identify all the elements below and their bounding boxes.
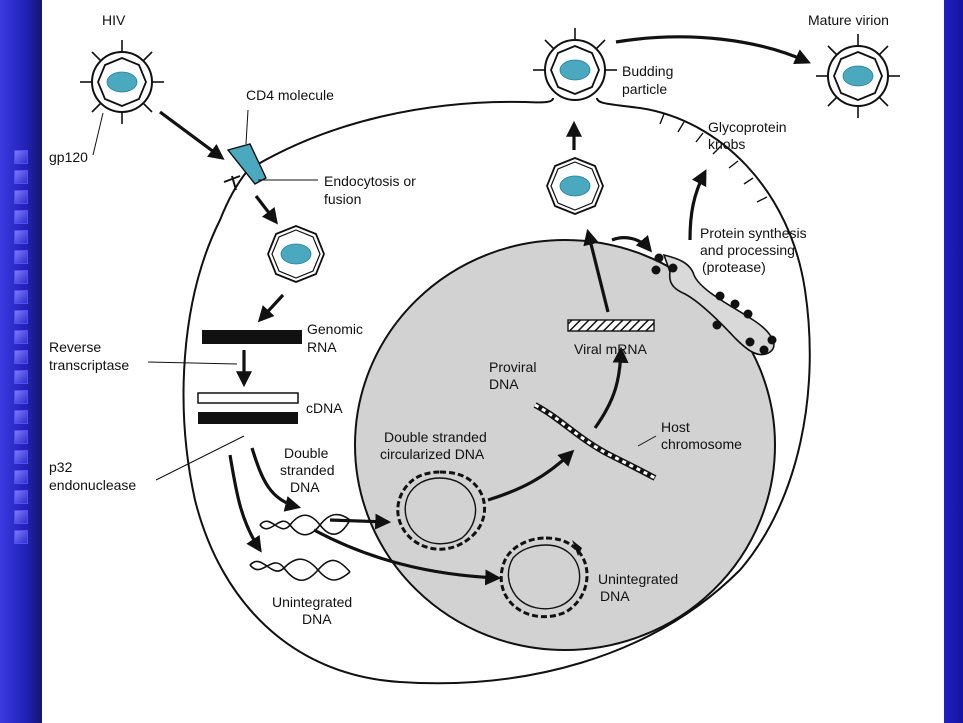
host-chromosome-label-line1: Host — [661, 419, 690, 435]
double-stranded-label-line3: DNA — [290, 479, 320, 495]
nucleus — [354, 239, 776, 651]
genomic-rna-label-line1: Genomic — [307, 321, 363, 337]
band-square — [14, 450, 28, 464]
circularized-label-line2: circularized DNA — [380, 446, 485, 462]
protein-synthesis-label-line3: (protease) — [702, 259, 766, 275]
mature-virion-label: Mature virion — [808, 12, 889, 28]
band-square — [14, 410, 28, 424]
protein-synthesis-label-line2: and processing — [700, 242, 795, 258]
internalized-capsid-icon — [267, 225, 325, 283]
double-stranded-label-line1: Double — [284, 445, 329, 461]
hiv-life-cycle-diagram: HIV gp120 CD4 molecule Endocytosis or fu… — [49, 12, 901, 685]
circularized-dna-icon — [396, 470, 486, 551]
assembling-capsid-icon — [546, 157, 604, 215]
cell-membrane — [182, 97, 811, 685]
genomic-rna-bar — [202, 330, 302, 344]
reverse-transcriptase-pointer — [147, 361, 238, 365]
unintegrated-cytoplasm-label-line2: DNA — [302, 611, 332, 627]
genomic-rna-label-line2: RNA — [307, 339, 337, 355]
band-square — [14, 270, 28, 284]
double-stranded-dna-helix — [259, 513, 351, 536]
unintegrated-dna-circle-icon — [499, 536, 589, 619]
band-square — [14, 210, 28, 224]
band-square — [14, 190, 28, 204]
left-decorative-band — [0, 0, 42, 723]
unintegrated-dna-helix-cytoplasm — [249, 558, 351, 582]
unintegrated-nucleus-label-line1: Unintegrated — [598, 571, 678, 587]
viral-mrna-label: Viral mRNA — [574, 341, 648, 357]
rna-template-bar — [198, 412, 298, 424]
band-square — [14, 310, 28, 324]
budding-particle-label-line1: Budding — [622, 63, 673, 79]
endoplasmic-reticulum-icon — [662, 253, 775, 356]
proviral-dna-label-line1: Proviral — [489, 359, 536, 375]
gp120-pointer — [92, 112, 104, 156]
budding-particle-label-line2: particle — [622, 81, 667, 97]
host-chromosome-icon — [533, 402, 657, 481]
glycoprotein-knobs-label-line1: Glycoprotein — [708, 119, 787, 135]
double-stranded-label-line2: stranded — [280, 462, 334, 478]
cdna-strand-bar — [197, 392, 299, 404]
endocytosis-label-line2: fusion — [324, 191, 361, 207]
reverse-transcriptase-label-line1: Reverse — [49, 339, 101, 355]
band-square — [14, 370, 28, 384]
band-square — [14, 230, 28, 244]
p32-label-line2: endonuclease — [49, 477, 136, 493]
band-square — [14, 390, 28, 404]
glycoprotein-knobs-label-line2: knobs — [708, 136, 745, 152]
band-square — [14, 290, 28, 304]
band-square — [14, 530, 28, 544]
band-square — [14, 470, 28, 484]
cdna-label: cDNA — [306, 400, 343, 416]
glycoprotein-knobs — [659, 113, 768, 203]
right-decorative-band — [944, 0, 963, 723]
cd4-pointer — [245, 109, 249, 145]
ribosome-dots — [651, 253, 777, 355]
band-square — [14, 170, 28, 184]
unintegrated-nucleus-label-line2: DNA — [600, 588, 630, 604]
band-square — [14, 150, 28, 164]
flow-arrows — [159, 35, 811, 586]
circularized-label-line1: Double stranded — [384, 429, 487, 445]
band-square — [14, 510, 28, 524]
host-chromosome-label-line2: chromosome — [661, 436, 742, 452]
unintegrated-cytoplasm-label-line1: Unintegrated — [272, 594, 352, 610]
band-squares — [14, 150, 28, 550]
endocytosis-label-line1: Endocytosis or — [324, 173, 416, 189]
gp120-label: gp120 — [49, 149, 88, 165]
receptor-anchor-icon — [223, 175, 241, 191]
protein-synthesis-label-line1: Protein synthesis — [700, 225, 807, 241]
band-square — [14, 430, 28, 444]
reverse-transcriptase-label-line2: transcriptase — [49, 357, 129, 373]
cd4-molecule-label: CD4 molecule — [246, 87, 334, 103]
proviral-dna-label-line2: DNA — [489, 376, 519, 392]
budding-particle-icon — [533, 28, 617, 101]
diagram-canvas: HIV gp120 CD4 molecule Endocytosis or fu… — [42, 0, 944, 723]
band-square — [14, 250, 28, 264]
p32-pointer — [155, 435, 245, 481]
mature-virion-icon — [815, 33, 901, 119]
band-square — [14, 490, 28, 504]
viral-mrna-bar — [567, 319, 655, 332]
band-square — [14, 330, 28, 344]
hiv-virion-icon — [79, 39, 165, 125]
band-square — [14, 350, 28, 364]
p32-label-line1: p32 — [49, 459, 73, 475]
host-chromosome-pointer — [637, 435, 657, 447]
cd4-receptor-icon — [226, 143, 267, 185]
hiv-label: HIV — [102, 12, 126, 28]
